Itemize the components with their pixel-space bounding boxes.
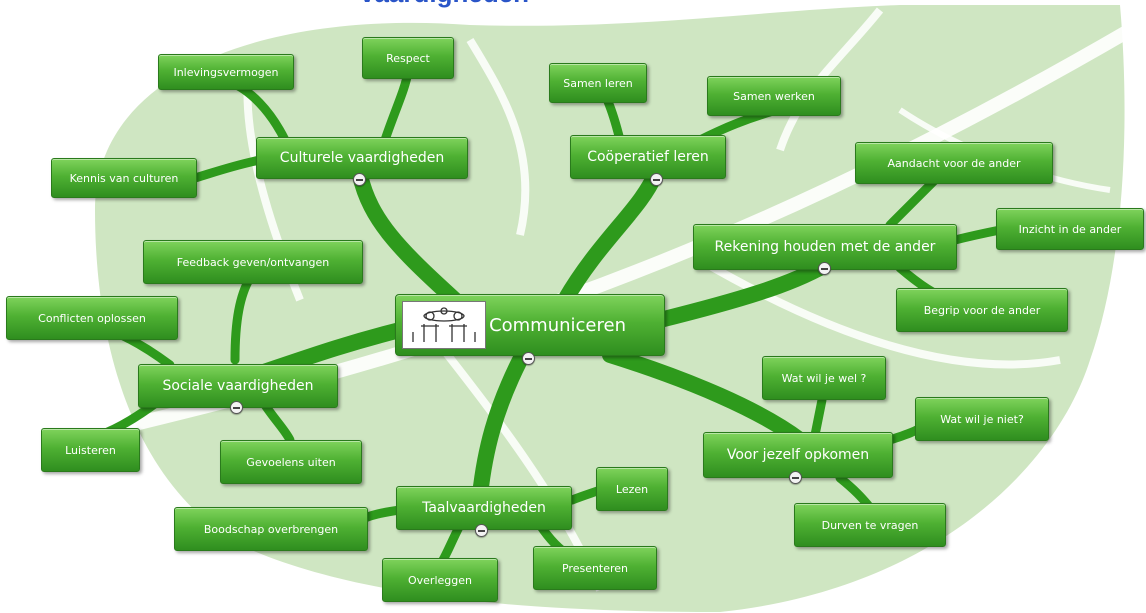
leaf-label: Luisteren [65,443,116,457]
leaf-label: Boodschap overbrengen [203,522,339,536]
leaf-label: Feedback geven/ontvangen [176,255,330,269]
leaf-samen-werken[interactable]: Samen werken [707,76,841,116]
leaf-lezen[interactable]: Lezen [596,467,668,511]
leaf-presenteren[interactable]: Presenteren [533,546,657,590]
leaf-label: Begrip voor de ander [923,303,1041,317]
leaf-boodschap-overbrengen[interactable]: Boodschap overbrengen [174,507,368,551]
leaf-label: Inlevingsvermogen [173,65,279,79]
leaf-label: Wat wil je niet? [940,412,1024,426]
leaf-overleggen[interactable]: Overleggen [382,558,498,602]
branch-label: Voor jezelf opkomen [726,447,870,463]
leaf-label: Wat wil je wel ? [781,371,867,385]
leaf-conflicten-oplossen[interactable]: Conflicten oplossen [6,296,178,340]
leaf-label: Samen leren [563,76,633,90]
leaf-inlevingsvermogen[interactable]: Inlevingsvermogen [158,54,294,90]
branch-cooperatief-leren[interactable]: Coöperatief leren [570,135,726,179]
leaf-durven-te-vragen[interactable]: Durven te vragen [794,503,946,547]
leaf-vein [697,256,1061,369]
leaf-feedback-geven-ontvangen[interactable]: Feedback geven/ontvangen [143,240,363,284]
leaf-label: Gevoelens uiten [246,455,336,469]
branch-label: Rekening houden met de ander [714,239,936,255]
leaf-label: Conflicten oplossen [38,311,146,325]
leaf-label: Lezen [615,482,649,496]
collapse-toggle[interactable] [353,173,366,186]
branch-sociale-vaardigheden[interactable]: Sociale vaardigheden [138,364,338,408]
central-node-label: Communiceren [489,314,626,336]
branch-label: Culturele vaardigheden [279,150,445,166]
leaf-label: Presenteren [561,561,629,575]
leaf-label: Inzicht in de ander [1018,222,1122,236]
leaf-gevoelens-uiten[interactable]: Gevoelens uiten [220,440,362,484]
branch-label: Coöperatief leren [587,149,709,165]
leaf-aandacht-voor-de-ander[interactable]: Aandacht voor de ander [855,142,1053,184]
leaf-respect[interactable]: Respect [362,37,454,79]
leaf-luisteren[interactable]: Luisteren [41,428,140,472]
branch-label: Sociale vaardigheden [162,378,314,394]
branch-taalvaardigheden[interactable]: Taalvaardigheden [396,486,572,530]
collapse-toggle[interactable] [650,173,663,186]
leaf-inzicht-in-de-ander[interactable]: Inzicht in de ander [996,208,1144,250]
leaf-vein [466,37,530,236]
branch-culturele-vaardigheden[interactable]: Culturele vaardigheden [256,137,468,179]
leaf-label: Samen werken [733,89,815,103]
leaf-samen-leren[interactable]: Samen leren [549,63,647,103]
leaf-label: Durven te vragen [821,518,919,532]
leaf-begrip-voor-de-ander[interactable]: Begrip voor de ander [896,288,1068,332]
collapse-toggle[interactable] [789,471,802,484]
people-talking-icon [402,301,486,349]
leaf-label: Aandacht voor de ander [887,156,1021,170]
collapse-toggle[interactable] [522,352,535,365]
collapse-toggle[interactable] [818,262,831,275]
collapse-toggle[interactable] [230,401,243,414]
leaf-label: Overleggen [408,573,472,587]
leaf-wat-wil-je-wel[interactable]: Wat wil je wel ? [762,356,886,400]
page-title-fragment: vaardigheden [360,0,1146,8]
leaf-label: Kennis van culturen [69,171,179,185]
leaf-label: Respect [386,51,430,65]
branch-label: Taalvaardigheden [422,500,546,516]
leaf-kennis-van-culturen[interactable]: Kennis van culturen [51,158,197,198]
collapse-toggle[interactable] [475,524,488,537]
leaf-wat-wil-je-niet[interactable]: Wat wil je niet? [915,397,1049,441]
